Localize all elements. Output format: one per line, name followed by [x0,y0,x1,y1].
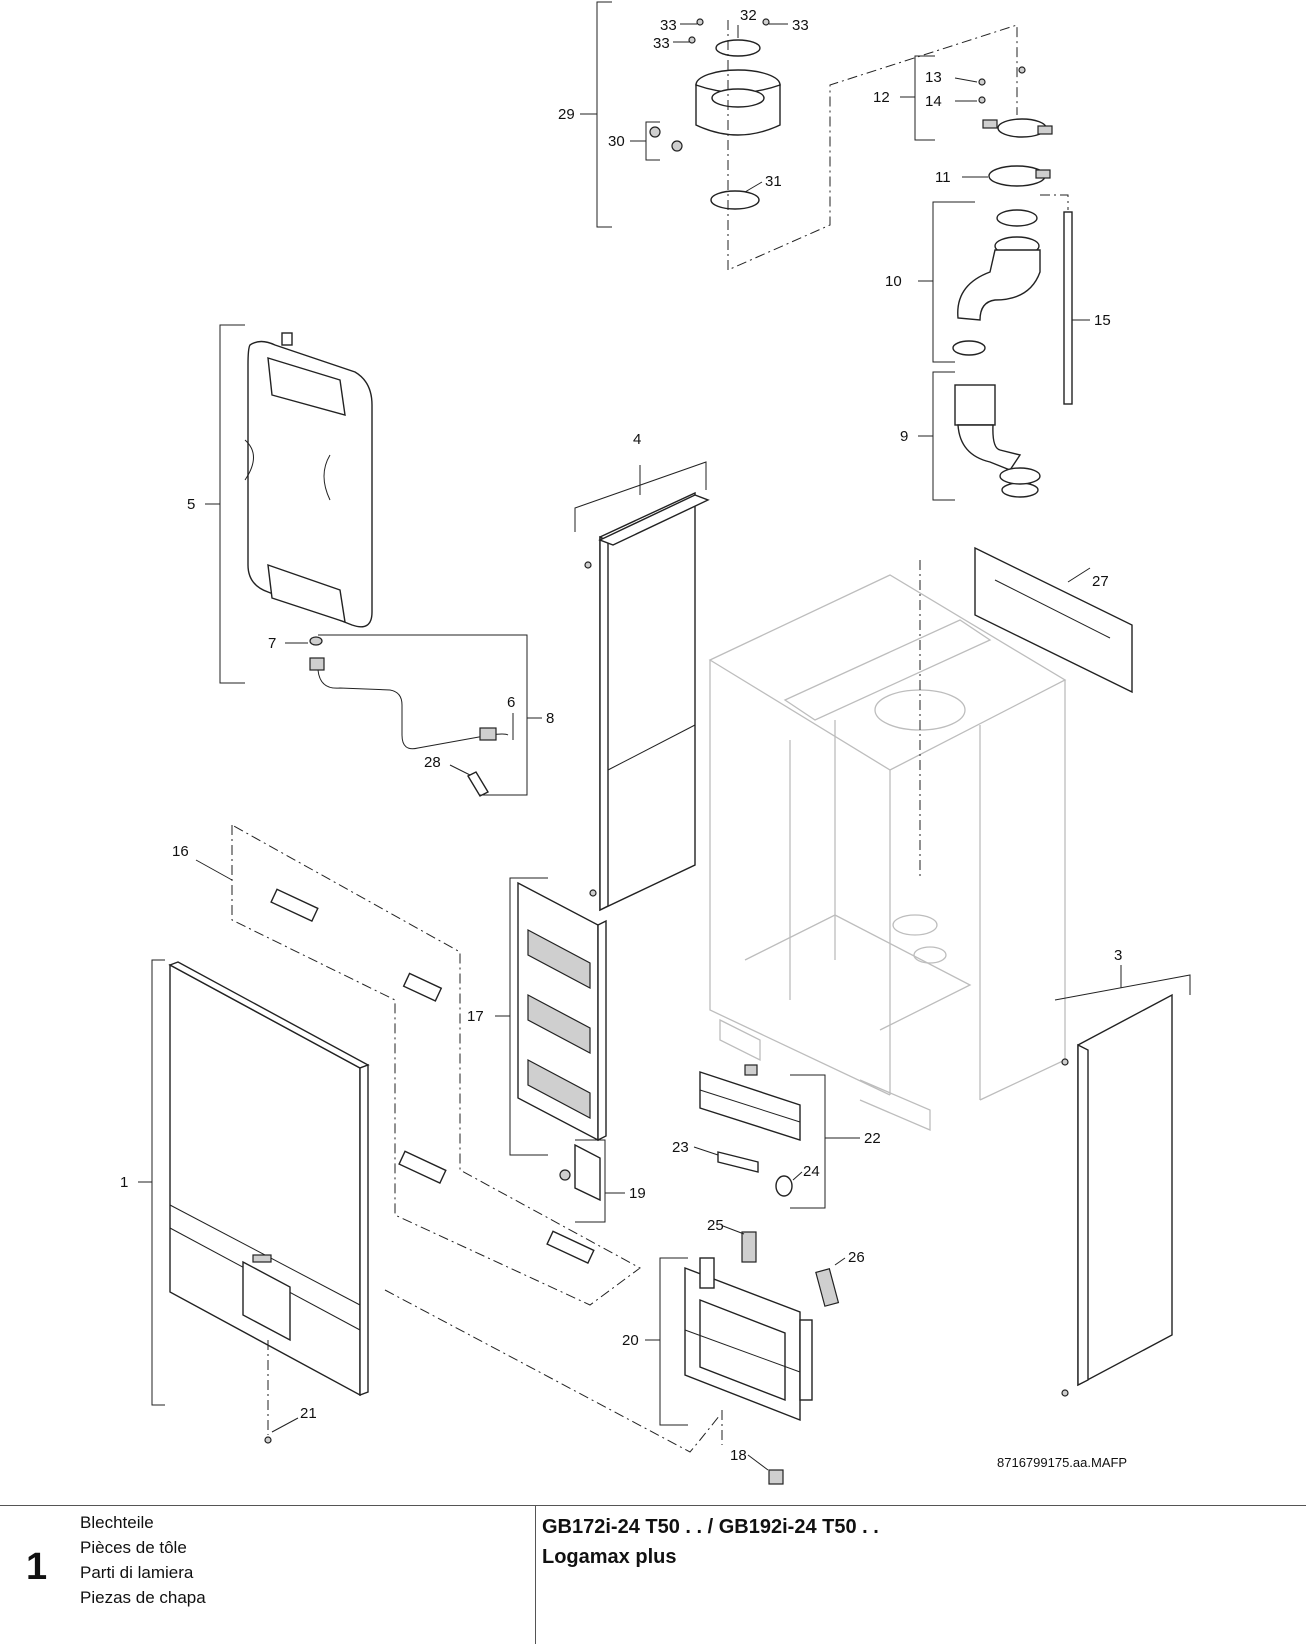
boiler-frame [708,574,1067,1131]
screws [264,18,1069,1444]
callout-28: 28 [424,754,441,771]
hinges-part-16 [270,888,595,1264]
callout-33-right: 33 [792,17,809,34]
callout-3: 3 [1114,947,1122,964]
part-23 [717,1151,759,1173]
footer-divider [535,1506,536,1644]
callout-18: 18 [730,1447,747,1464]
connector-part-18 [768,1469,784,1485]
callout-labels: 1 3 4 5 6 7 8 9 10 11 12 13 14 15 16 17 … [120,7,1127,1470]
hose-part-8 [309,636,509,797]
callout-19: 19 [629,1185,646,1202]
caption-de: Blechteile [80,1513,154,1532]
callout-8: 8 [546,710,554,727]
rod-part-15 [1063,211,1073,405]
electronics-box-part-20 [684,1257,813,1422]
callout-33-left-top: 33 [660,17,677,34]
callout-23: 23 [672,1139,689,1156]
caption-it: Parti di lamiera [80,1563,194,1582]
drawing-reference-code: 8716799175.aa.MAFP [997,1455,1127,1470]
clamp-part-11 [988,165,1051,187]
side-panel-part-4 [598,491,710,912]
callout-21: 21 [300,1405,317,1422]
callout-1: 1 [120,1174,128,1191]
control-bracket-part-22 [699,1064,801,1141]
callout-27: 27 [1092,573,1109,590]
caption-es: Piezas de chapa [80,1588,206,1607]
product-titles: GB172i-24 T50 . . / GB192i-24 T50 . . Lo… [542,1512,879,1572]
callout-4: 4 [633,431,641,448]
callout-11: 11 [935,169,951,186]
product-model-title: GB172i-24 T50 . . / GB192i-24 T50 . . [542,1516,879,1538]
component-part-19 [559,1143,601,1202]
callout-16: 16 [172,843,189,860]
callout-32: 32 [740,7,757,24]
callout-14: 14 [925,93,942,110]
callout-10: 10 [885,273,902,290]
exploded-parts-diagram: 1 3 4 5 6 7 8 9 10 11 12 13 14 15 16 17 … [120,1,1191,1485]
callout-13: 13 [925,69,942,86]
flue-adapter-part-29 [649,39,781,210]
front-cover-part-1 [168,961,370,1397]
callout-15: 15 [1094,312,1111,329]
assembly-lines [231,20,1069,1453]
product-family-title: Logamax plus [542,1546,677,1568]
page-number: 1 [26,1546,48,1588]
part-24 [775,1175,793,1197]
callout-33-left-bottom: 33 [653,35,670,52]
section-captions: Blechteile Pièces de tôle Parti di lamie… [80,1510,206,1610]
callout-22: 22 [864,1130,881,1147]
callout-30: 30 [608,133,625,150]
side-panel-part-3 [1077,993,1173,1387]
mounting-bracket-part-27 [974,546,1133,694]
flue-pipe-part-9 [954,384,1041,498]
flue-pipe-part-10 [952,209,1041,356]
callout-20: 20 [622,1332,639,1349]
caption-fr: Pièces de tôle [80,1538,187,1557]
page-footer: 1 Blechteile Pièces de tôle Parti di lam… [0,1505,1306,1644]
callout-7: 7 [268,635,276,652]
callout-29: 29 [558,106,575,123]
callout-12: 12 [873,89,890,106]
leader-lines [138,1,1191,1471]
callout-24: 24 [803,1163,820,1180]
callout-17: 17 [467,1008,484,1025]
callout-26: 26 [848,1249,865,1266]
callout-6: 6 [507,694,515,711]
callout-25: 25 [707,1217,724,1234]
callout-9: 9 [900,428,908,445]
clamp-part-12 [982,118,1053,138]
expansion-vessel-part-5 [244,332,373,628]
panel-frame-part-17 [517,881,607,1142]
connector-part-26 [815,1268,840,1307]
callout-5: 5 [187,496,195,513]
connector-part-25 [741,1231,757,1263]
callout-31: 31 [765,173,782,190]
